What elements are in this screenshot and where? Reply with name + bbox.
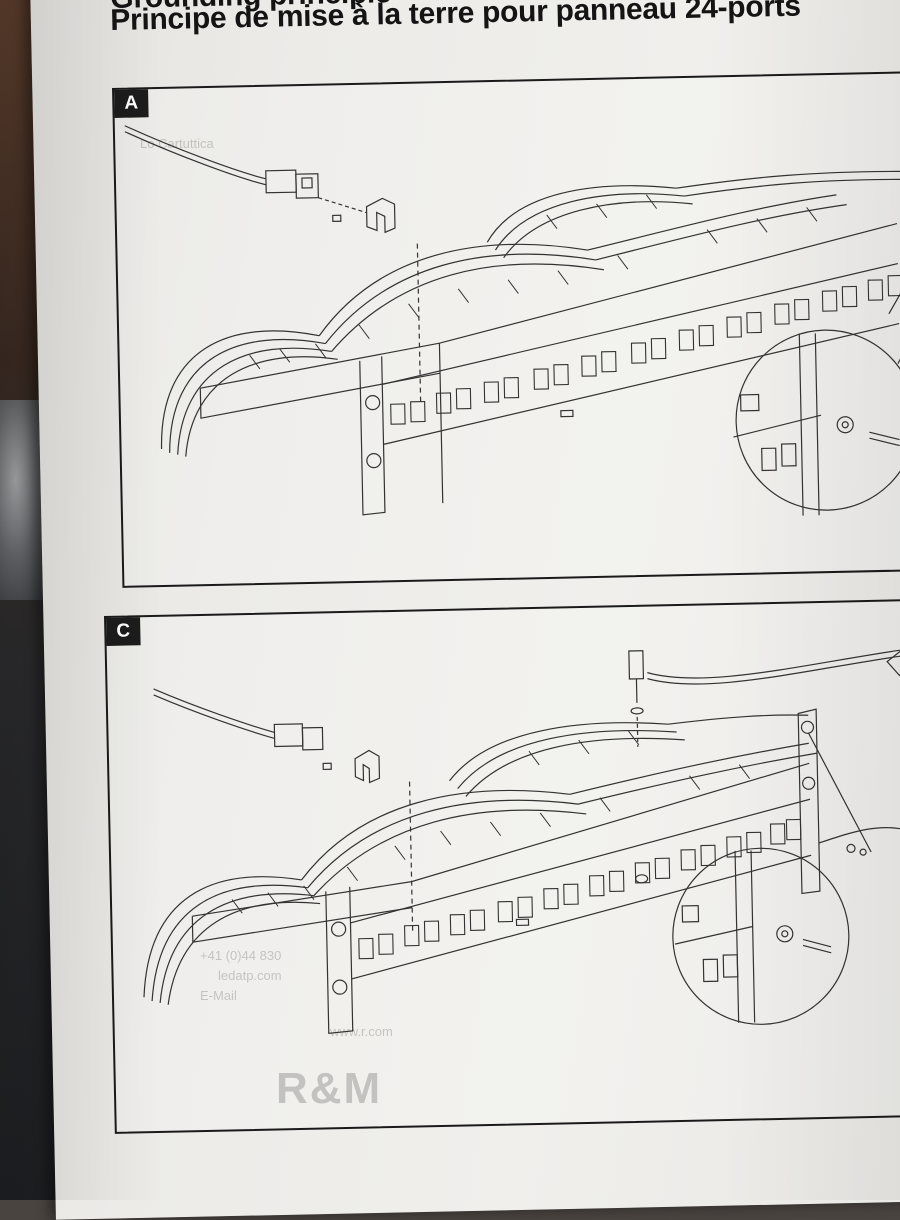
- diagram-panel-c: C: [104, 598, 900, 1134]
- show-through-line: www.r.com: [330, 1024, 393, 1039]
- diagram-panel-a: A: [112, 71, 900, 588]
- show-through-line: +41 (0)44 830: [200, 948, 282, 963]
- patch-panel-drawing-a: [124, 125, 900, 516]
- show-through-line: E-Mail: [200, 988, 237, 1003]
- show-through-logo: R&M: [276, 1064, 383, 1113]
- patch-panel-drawing-c: [143, 648, 900, 1035]
- show-through-text: Lo Cartuttica: [140, 136, 214, 151]
- show-through-line: ledatp.com: [218, 968, 282, 983]
